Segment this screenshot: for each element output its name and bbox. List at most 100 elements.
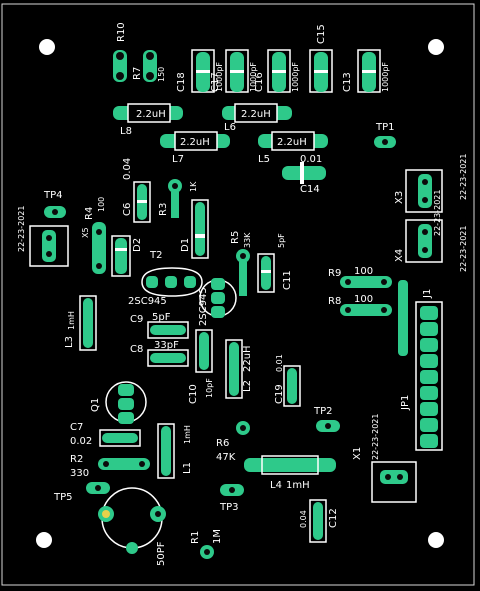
label-c19-value: 0.01 — [275, 354, 284, 372]
label-c8: C8 — [130, 344, 143, 355]
label-l1: L1 — [182, 462, 193, 474]
tp5 — [86, 482, 110, 494]
c6 — [133, 181, 151, 223]
label-c7: C7 — [70, 422, 83, 433]
label-c7-value: 0.02 — [70, 436, 92, 447]
label-l4-value: 1mH — [286, 480, 310, 491]
label-c17-value: 1000pF — [249, 62, 258, 92]
label-date-2: 22-23-2021 — [459, 154, 468, 201]
label-r9: R9 — [328, 268, 341, 279]
label-jp1: JP1 — [400, 395, 411, 411]
c10 — [195, 329, 213, 373]
label-c6-value: 0.04 — [122, 158, 133, 180]
label-r4-value: 100 — [97, 197, 106, 212]
c18 — [191, 49, 215, 93]
x1-terminal — [371, 461, 417, 503]
r8 — [340, 304, 392, 316]
label-c16-value: 1000pF — [291, 62, 300, 92]
label-q1: Q1 — [90, 398, 101, 412]
tp1 — [374, 136, 396, 148]
label-c13-value: 1000pF — [381, 62, 390, 92]
label-x4: X4 — [394, 249, 405, 262]
label-x1: X1 — [352, 447, 363, 460]
label-l1-value: 1mH — [183, 425, 192, 444]
r4 — [92, 222, 106, 274]
label-l8-value: 2.2uH — [136, 109, 166, 120]
label-r7-value: 150 — [157, 67, 166, 82]
label-l4: L4 — [270, 480, 282, 491]
label-date-1: 22-23-2021 — [17, 206, 26, 253]
x4-terminal — [405, 219, 443, 263]
label-r8: R8 — [328, 296, 341, 307]
label-l6: L6 — [224, 122, 236, 133]
c11 — [257, 253, 275, 293]
label-c19: C19 — [274, 384, 285, 404]
label-date-4: 22-23-2021 — [371, 414, 380, 461]
silk-labels: R10 R7 150 C18 1000pF C17 1000pF C16 100… — [17, 22, 468, 566]
label-c10: C10 — [188, 384, 199, 404]
c19 — [283, 365, 301, 407]
label-l8: L8 — [120, 126, 132, 137]
label-tp4: TP4 — [43, 190, 63, 201]
x5-terminal — [29, 225, 69, 267]
r10 — [113, 50, 127, 82]
label-c16: C16 — [254, 72, 265, 92]
q2 — [199, 278, 237, 318]
label-q1b: 2SC945 — [198, 287, 209, 326]
label-r6-value: 47K — [216, 452, 236, 463]
label-c11: C11 — [282, 270, 293, 290]
label-r5-value: 33K — [243, 232, 252, 248]
label-l7: L7 — [172, 154, 184, 165]
r1 — [200, 545, 214, 559]
trimmer-capacitor — [98, 487, 166, 554]
label-r2-value: 330 — [70, 468, 89, 479]
label-r1: R1 — [190, 531, 201, 544]
c8 — [147, 349, 189, 367]
label-c18-value: 1000pF — [215, 62, 224, 92]
label-r3: R3 — [158, 203, 169, 216]
label-l3-value: 1mH — [67, 311, 76, 330]
label-date-5: 22-23-2021 — [433, 190, 442, 237]
l2 — [225, 339, 243, 399]
r7 — [143, 50, 157, 82]
jp1-header — [415, 301, 443, 451]
l1 — [157, 423, 175, 479]
label-tp1: TP1 — [375, 122, 395, 133]
tp4 — [44, 206, 66, 218]
label-tp2: TP2 — [313, 406, 333, 417]
label-c9: C9 — [130, 314, 143, 325]
label-c9-value: 5pF — [152, 312, 171, 323]
t2 — [141, 267, 203, 297]
c13 — [357, 49, 381, 93]
tp2 — [316, 420, 340, 432]
label-c15: C15 — [316, 24, 327, 44]
c17 — [225, 49, 249, 93]
label-c10-value: 10pF — [205, 378, 214, 398]
label-l6-value: 2.2uH — [241, 109, 271, 120]
label-c6: C6 — [122, 203, 133, 216]
label-c18: C18 — [176, 72, 187, 92]
label-r2: R2 — [70, 454, 83, 465]
r3 — [168, 179, 182, 218]
r5 — [236, 249, 250, 296]
label-c14-value: 0.01 — [300, 154, 322, 165]
d1 — [191, 199, 209, 259]
label-l5: L5 — [258, 154, 270, 165]
c12 — [309, 499, 327, 543]
l4 — [244, 455, 336, 475]
label-x3: X3 — [394, 191, 405, 204]
label-c12: C12 — [328, 508, 339, 528]
label-l7-value: 2.2uH — [180, 137, 210, 148]
label-l3: L3 — [64, 336, 75, 348]
label-j1: J1 — [422, 289, 433, 299]
label-r3-value: 1K — [189, 181, 198, 192]
q1 — [105, 381, 147, 424]
label-tp3: TP3 — [219, 502, 239, 513]
l5 — [258, 131, 328, 151]
label-r5: R5 — [230, 231, 241, 244]
r9 — [340, 276, 392, 288]
label-r8-value: 100 — [354, 294, 373, 305]
l8 — [113, 103, 183, 123]
